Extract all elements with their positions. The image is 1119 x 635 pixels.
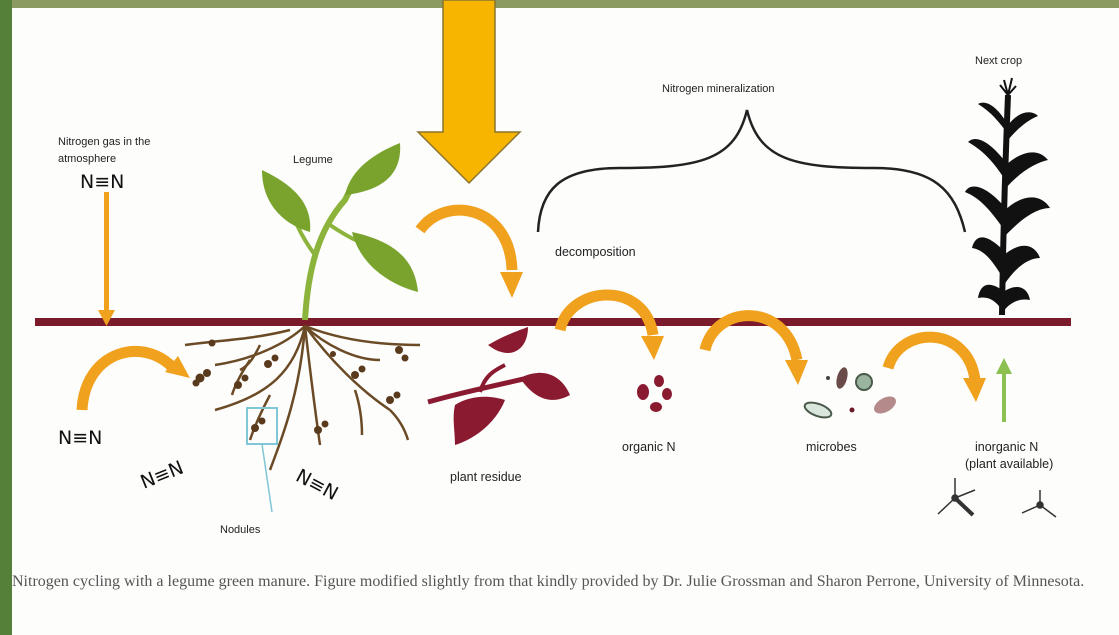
uptake-arrow-icon [996,358,1012,422]
curved-arrow-icon [82,351,190,410]
curved-arrow-icon [888,337,986,402]
nodule-pointer-line [262,444,272,512]
decomposition-label: decomposition [555,245,636,259]
curved-arrow-icon [705,316,808,385]
nitrate-molecule-icon [1022,490,1056,517]
next-crop-label: Next crop [975,55,1022,67]
legume-label: Legume [293,154,333,166]
plant-residue-icon [428,327,570,445]
atmosphere-label-line2: atmosphere [58,153,116,165]
plant-residue-label: plant residue [450,470,522,484]
ammonium-molecule-icon [938,478,975,515]
corn-plant-icon [965,78,1050,315]
root-nodules [193,340,409,435]
legume-plant-icon [262,143,418,320]
legume-roots [185,326,420,470]
n2-formula-soil-mid: N≡N [137,457,186,494]
atmosphere-label-line1: Nitrogen gas in the [58,136,150,148]
mineralization-brace [538,110,965,232]
nitrogen-mineralization-label: Nitrogen mineralization [662,83,775,95]
nodules-label: Nodules [220,524,261,536]
n2-formula-soil-right: N≡N [292,465,341,505]
pointer-down-arrow-icon [418,0,520,183]
organic-n-label: organic N [622,440,676,454]
microbes-label: microbes [806,440,857,454]
microbes-icon [803,366,899,420]
nitrogen-cycle-diagram: Nitrogen gas in the atmosphere N≡N N≡N N… [0,0,1119,560]
inorganic-n-label-line1: inorganic N [975,440,1038,454]
figure-caption: Nitrogen cycling with a legume green man… [12,573,1116,591]
organic-n-particles-icon [637,375,672,412]
atmosphere-down-arrow-icon [98,192,115,326]
inorganic-n-label-line2: (plant available) [965,457,1053,471]
n2-formula-soil-left: N≡N [58,427,102,449]
curved-arrow-icon [560,295,664,360]
n2-formula-atmosphere: N≡N [80,171,124,193]
soil-surface-line [35,318,1071,326]
curved-arrow-icon [420,210,523,298]
